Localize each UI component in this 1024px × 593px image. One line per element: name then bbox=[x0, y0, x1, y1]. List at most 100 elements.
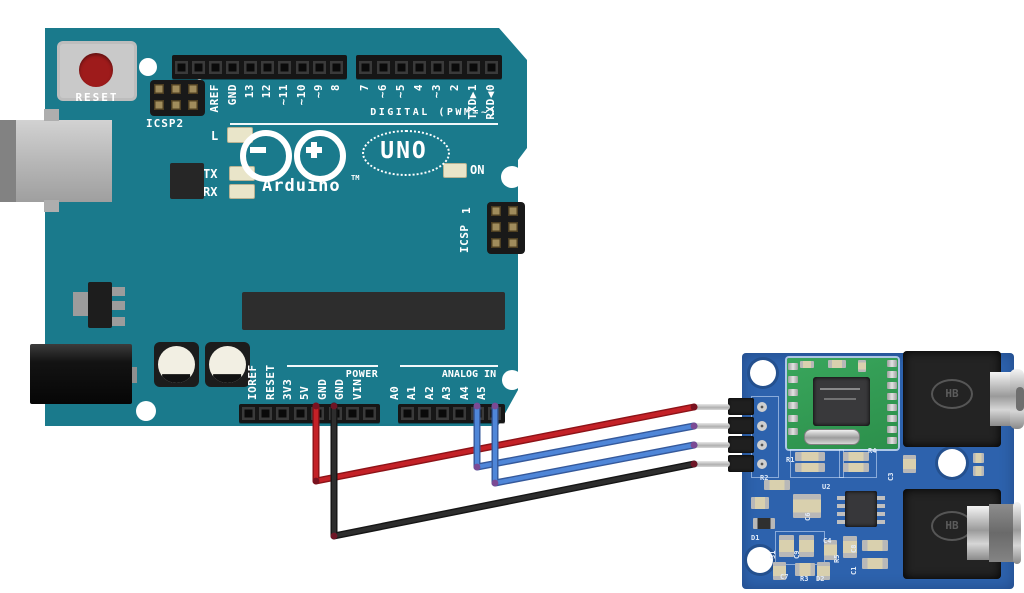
module-header bbox=[728, 398, 754, 415]
wire-gnd bbox=[330, 402, 698, 540]
header-pin bbox=[394, 60, 408, 74]
jack-logo-top: HB bbox=[931, 379, 973, 409]
soic-pin bbox=[837, 512, 845, 516]
arduino-logo-plus-ring bbox=[294, 130, 346, 182]
wire-bendpoint bbox=[690, 441, 698, 449]
header-pin bbox=[376, 60, 390, 74]
module-hole bbox=[747, 547, 773, 573]
icsp-pin bbox=[491, 222, 501, 232]
arduino-logo-plus-v bbox=[311, 142, 317, 158]
icsp-pin bbox=[171, 100, 181, 110]
mounting-hole bbox=[136, 401, 156, 421]
icsp-pin bbox=[508, 222, 518, 232]
module-header bbox=[728, 436, 754, 453]
reset-button-cap bbox=[79, 53, 113, 87]
wire-bendpoint bbox=[690, 403, 698, 411]
regulator-tab-left bbox=[73, 292, 90, 316]
icsp-pin bbox=[171, 84, 181, 94]
crystal bbox=[804, 429, 860, 445]
wire-5v bbox=[312, 402, 698, 485]
silk-outline bbox=[839, 449, 877, 478]
silkscreen-label: R1 bbox=[786, 456, 795, 464]
led-l-label: L bbox=[211, 129, 219, 143]
soic-pin bbox=[877, 504, 885, 508]
module-pad bbox=[757, 459, 767, 469]
castellation-pad bbox=[887, 404, 897, 411]
reset-label: RESET bbox=[75, 91, 119, 104]
wire-bendpoint bbox=[312, 477, 320, 485]
header-pin bbox=[295, 60, 309, 74]
led-on bbox=[443, 163, 467, 178]
digital-section-line bbox=[230, 123, 498, 125]
smd-component bbox=[799, 535, 814, 557]
header-pin bbox=[363, 407, 377, 420]
smd-component bbox=[903, 455, 916, 473]
arduino-logo-minus bbox=[250, 147, 266, 153]
soic-pin bbox=[837, 520, 845, 524]
silkscreen-label: R3 bbox=[800, 575, 809, 583]
header-pin bbox=[345, 407, 359, 420]
header-pin bbox=[453, 407, 466, 420]
silkscreen-label: R4 bbox=[868, 447, 877, 455]
smd-component bbox=[828, 360, 846, 368]
module-header bbox=[728, 417, 754, 434]
header-pin bbox=[209, 60, 223, 74]
regulator-pin bbox=[112, 301, 125, 310]
tea5767-chip bbox=[813, 377, 870, 426]
smd-component bbox=[795, 463, 825, 472]
header-pin bbox=[241, 407, 255, 420]
header-pin bbox=[293, 407, 307, 420]
icsp-pin bbox=[154, 100, 164, 110]
header-pin bbox=[276, 407, 290, 420]
castellation-pad bbox=[887, 393, 897, 400]
silkscreen-label: C7 bbox=[780, 573, 789, 581]
smd-component bbox=[793, 494, 821, 518]
uno-badge-oval bbox=[362, 130, 450, 176]
icsp-pin bbox=[491, 206, 501, 216]
smd-component bbox=[973, 466, 984, 476]
silkscreen-label: C4 bbox=[823, 537, 832, 545]
header-pin bbox=[330, 60, 344, 74]
smd-component bbox=[795, 452, 825, 461]
icsp-pin bbox=[188, 100, 198, 110]
header-pin bbox=[278, 60, 292, 74]
mounting-hole bbox=[501, 166, 523, 188]
wire-bendpoint bbox=[473, 402, 481, 410]
soic-pin bbox=[837, 496, 845, 500]
header-pin bbox=[191, 60, 205, 74]
led-on-label: ON bbox=[470, 163, 485, 177]
smd-component bbox=[764, 480, 790, 490]
silkscreen-label: R2 bbox=[760, 474, 769, 482]
module-hole bbox=[938, 449, 966, 477]
header-pin bbox=[226, 60, 240, 74]
module-header bbox=[728, 455, 754, 472]
regulator-pin bbox=[112, 317, 125, 326]
jack-opening-top bbox=[1016, 387, 1024, 411]
castellation-pad bbox=[887, 426, 897, 433]
arduino-logo-minus-ring bbox=[240, 130, 292, 182]
regulator-pin bbox=[112, 287, 125, 296]
wire-bendpoint bbox=[473, 463, 481, 471]
module-pad bbox=[757, 421, 767, 431]
uno-model-text: UNO bbox=[380, 138, 428, 164]
smd-component bbox=[800, 361, 814, 368]
wire-bendpoint bbox=[690, 460, 698, 468]
chip-marking bbox=[824, 398, 856, 400]
arduino-brand-text: Arduino bbox=[262, 176, 341, 196]
header-pin bbox=[466, 60, 480, 74]
castellation-pad bbox=[788, 363, 798, 370]
header-pin bbox=[412, 60, 426, 74]
usb-connector bbox=[0, 120, 112, 202]
mounting-hole bbox=[139, 58, 157, 76]
wire-bendpoint bbox=[312, 402, 320, 410]
castellation-pad bbox=[788, 415, 798, 422]
castellation-pad bbox=[788, 389, 798, 396]
wire-a4 bbox=[473, 402, 698, 471]
module-header-pin bbox=[690, 404, 730, 410]
module-header-pin bbox=[690, 461, 730, 467]
soic-pin bbox=[877, 512, 885, 516]
smd-component bbox=[779, 535, 794, 557]
smd-component bbox=[751, 497, 769, 509]
header-pin bbox=[418, 407, 431, 420]
smd-component bbox=[973, 453, 984, 463]
